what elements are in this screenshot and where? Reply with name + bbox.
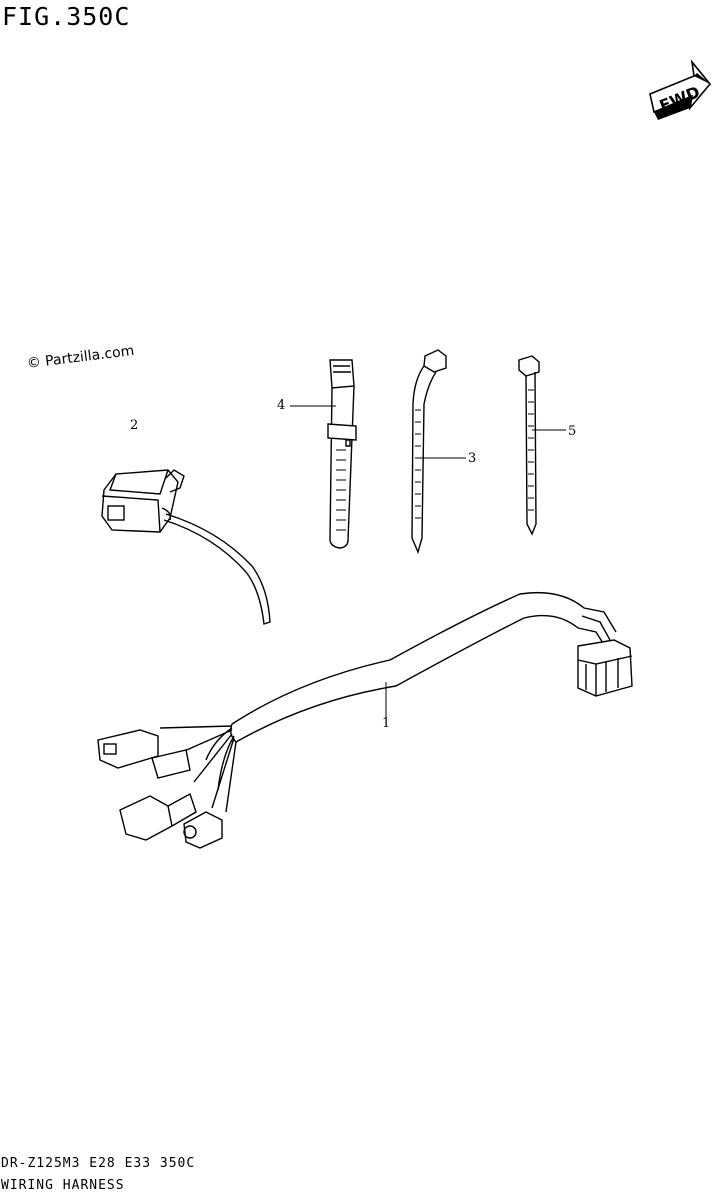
leader-lines	[290, 405, 566, 720]
footer-section-name: WIRING HARNESS	[1, 1178, 125, 1193]
wiring-harness	[97, 591, 633, 849]
cable-tie-wide	[327, 359, 357, 549]
callout-4: 4	[277, 398, 286, 413]
callout-2: 2	[130, 418, 139, 433]
fwd-arrow-icon: FWD	[649, 59, 712, 120]
clamp-tie	[411, 349, 447, 555]
cable-tie-narrow	[518, 355, 540, 536]
footer-model-line: DR-Z125M3 E28 E33 350C	[1, 1156, 196, 1171]
figure-title: FIG.350C	[2, 2, 131, 31]
callout-5: 5	[568, 424, 577, 439]
callout-3: 3	[468, 451, 477, 466]
callout-1: 1	[382, 716, 391, 731]
connector-with-lead	[101, 469, 271, 625]
